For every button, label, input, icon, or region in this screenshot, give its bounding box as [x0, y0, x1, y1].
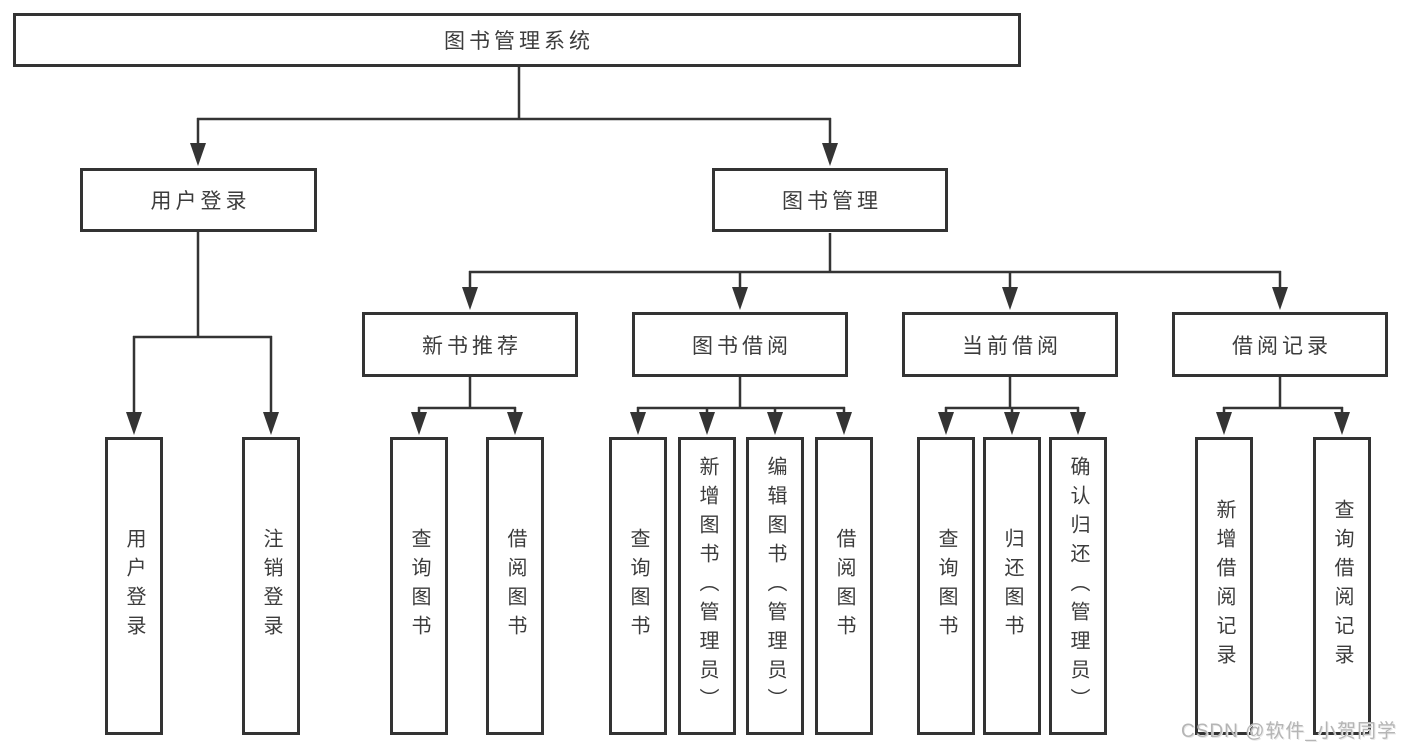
node-book-management: 图书管理: [712, 168, 948, 232]
leaf-add-borrow-record: 新增借阅记录: [1195, 437, 1253, 735]
leaf-query-books-recommend: 查询图书: [390, 437, 448, 735]
node-borrowing-records: 借阅记录: [1172, 312, 1388, 377]
leaf-borrow-books-recommend-label: 借阅图书: [504, 528, 526, 644]
node-root: 图书管理系统: [13, 13, 1021, 67]
leaf-edit-book-admin-label: 编辑图书（管理员）: [764, 455, 786, 717]
csdn-watermark: CSDN @软件_小贺同学: [1181, 721, 1397, 742]
leaf-query-books-recommend-label: 查询图书: [408, 528, 430, 644]
node-new-book-recommend: 新书推荐: [362, 312, 578, 377]
leaf-return-books: 归还图书: [983, 437, 1041, 735]
leaf-query-borrow-record-label: 查询借阅记录: [1331, 499, 1353, 673]
leaf-query-borrow-record: 查询借阅记录: [1313, 437, 1371, 735]
leaf-return-books-label: 归还图书: [1001, 528, 1023, 644]
leaf-borrow-books-label: 借阅图书: [833, 528, 855, 644]
leaf-query-books-current: 查询图书: [917, 437, 975, 735]
leaf-logout: 注销登录: [242, 437, 300, 735]
leaf-logout-label: 注销登录: [260, 528, 282, 644]
leaf-query-books-borrowing-label: 查询图书: [627, 528, 649, 644]
node-current-borrowing: 当前借阅: [902, 312, 1118, 377]
node-user-login: 用户登录: [80, 168, 317, 232]
leaf-add-book-admin-label: 新增图书（管理员）: [696, 455, 718, 717]
leaf-user-login-label: 用户登录: [123, 528, 145, 644]
leaf-borrow-books: 借阅图书: [815, 437, 873, 735]
leaf-add-book-admin: 新增图书（管理员）: [678, 437, 736, 735]
leaf-user-login: 用户登录: [105, 437, 163, 735]
leaf-edit-book-admin: 编辑图书（管理员）: [746, 437, 804, 735]
leaf-add-borrow-record-label: 新增借阅记录: [1213, 499, 1235, 673]
leaf-query-books-current-label: 查询图书: [935, 528, 957, 644]
leaf-query-books-borrowing: 查询图书: [609, 437, 667, 735]
leaf-borrow-books-recommend: 借阅图书: [486, 437, 544, 735]
leaf-confirm-return-admin-label: 确认归还（管理员）: [1067, 455, 1089, 717]
leaf-confirm-return-admin: 确认归还（管理员）: [1049, 437, 1107, 735]
node-book-borrowing: 图书借阅: [632, 312, 848, 377]
